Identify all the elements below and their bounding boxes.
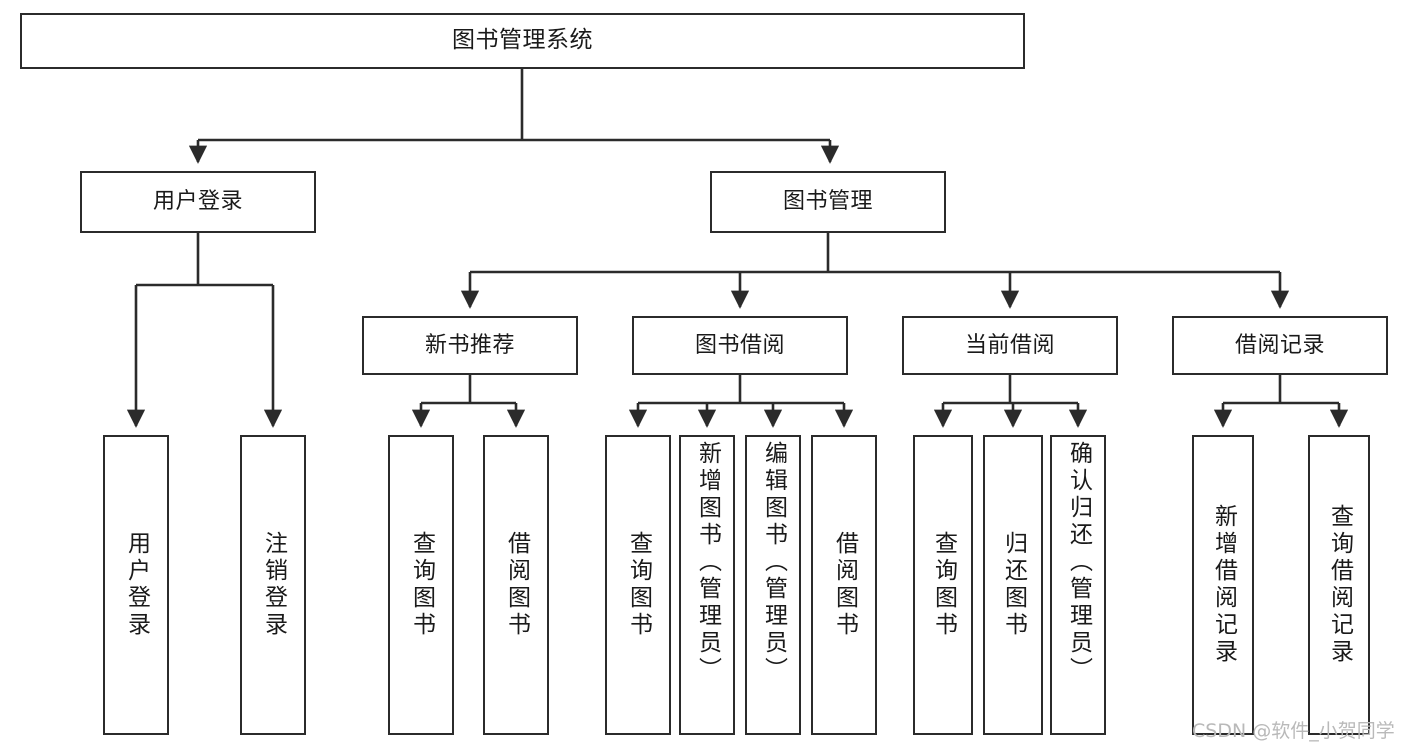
node-label: 确认归还（管理员） <box>1065 441 1092 684</box>
node-leaf-confirm-return-admin[interactable]: 确认归还（管理员） <box>1050 435 1106 735</box>
node-leaf-query-book-borrow[interactable]: 查询图书 <box>605 435 671 735</box>
node-leaf-query-borrow-record[interactable]: 查询借阅记录 <box>1308 435 1370 735</box>
node-label: 图书借阅 <box>694 332 785 358</box>
node-label: 查询图书 <box>930 531 957 639</box>
csdn-watermark: CSDN @软件_小贺同学 <box>1192 720 1395 742</box>
node-label: 新增借阅记录 <box>1210 504 1237 666</box>
node-user-login[interactable]: 用户登录 <box>80 171 316 233</box>
node-root-图书管理系统[interactable]: 图书管理系统 <box>20 13 1025 69</box>
node-leaf-return-book[interactable]: 归还图书 <box>983 435 1043 735</box>
node-label: 借阅图书 <box>503 531 530 639</box>
node-label: 查询图书 <box>625 531 652 639</box>
node-leaf-user-logout[interactable]: 注销登录 <box>240 435 306 735</box>
node-book-borrow[interactable]: 图书借阅 <box>632 316 848 375</box>
node-label: 图书管理 <box>782 189 873 215</box>
node-leaf-query-book-current[interactable]: 查询图书 <box>913 435 973 735</box>
node-label: 用户登录 <box>152 189 243 215</box>
node-label: 用户登录 <box>123 531 150 639</box>
node-label: 归还图书 <box>1000 531 1027 639</box>
node-label: 新书推荐 <box>424 332 515 358</box>
node-label: 借阅图书 <box>831 531 858 639</box>
node-current-borrow[interactable]: 当前借阅 <box>902 316 1118 375</box>
node-label: 图书管理系统 <box>452 27 593 54</box>
node-label: 新增图书（管理员） <box>694 441 721 684</box>
node-leaf-borrow-book-borrow[interactable]: 借阅图书 <box>811 435 877 735</box>
node-leaf-query-book-rec[interactable]: 查询图书 <box>388 435 454 735</box>
node-label: 查询图书 <box>408 531 435 639</box>
node-leaf-add-book-admin[interactable]: 新增图书（管理员） <box>679 435 735 735</box>
node-label: 编辑图书（管理员） <box>760 441 787 684</box>
node-leaf-borrow-book-rec[interactable]: 借阅图书 <box>483 435 549 735</box>
node-label: 当前借阅 <box>964 332 1055 358</box>
node-book-manage[interactable]: 图书管理 <box>710 171 946 233</box>
node-new-book-rec[interactable]: 新书推荐 <box>362 316 578 375</box>
node-leaf-user-login[interactable]: 用户登录 <box>103 435 169 735</box>
node-label: 查询借阅记录 <box>1326 504 1353 666</box>
node-label: 注销登录 <box>260 531 287 639</box>
node-leaf-edit-book-admin[interactable]: 编辑图书（管理员） <box>745 435 801 735</box>
node-leaf-add-borrow-record[interactable]: 新增借阅记录 <box>1192 435 1254 735</box>
node-label: 借阅记录 <box>1234 332 1325 358</box>
node-borrow-record[interactable]: 借阅记录 <box>1172 316 1388 375</box>
